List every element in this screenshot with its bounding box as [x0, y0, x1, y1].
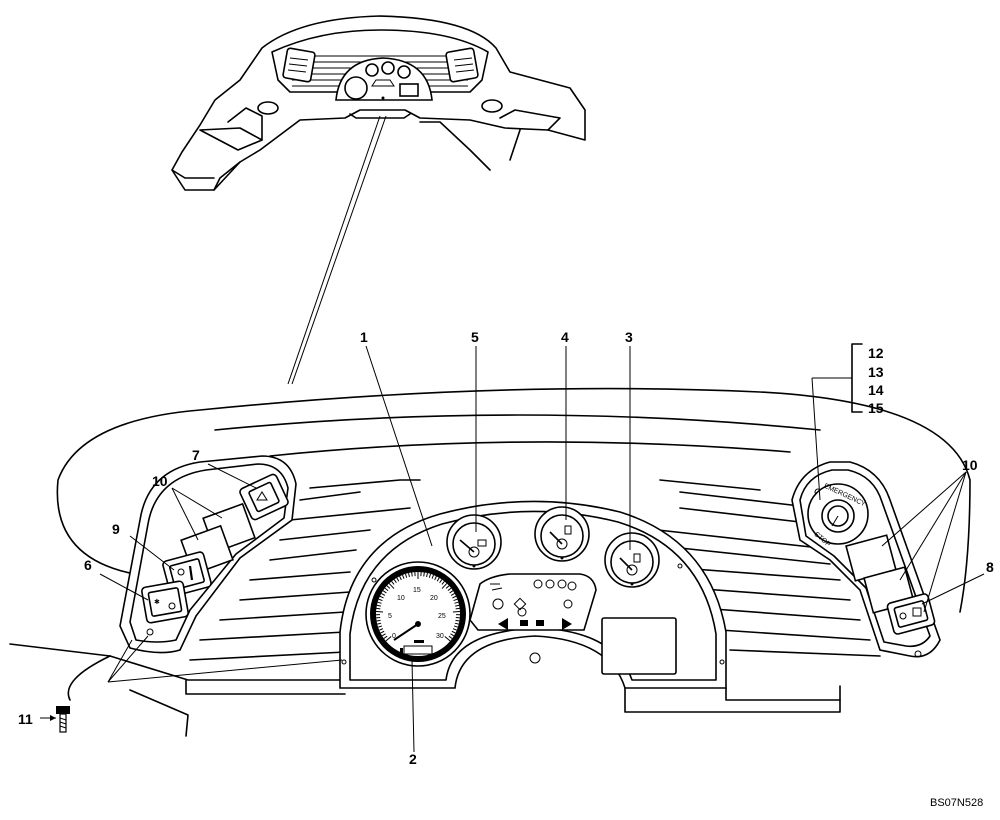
emergency-stop-button: EMERGENCY STOP [807, 483, 869, 549]
callout-5: 5 [471, 329, 479, 345]
speedo-tick-mark [439, 579, 443, 584]
speedo-tick-mark [434, 576, 437, 581]
lcd-display-window [601, 617, 677, 675]
warning-light-panel [469, 573, 597, 631]
speedo-tick-mark [441, 583, 448, 589]
speedo-tick-mark [377, 625, 383, 628]
speedo-tick-mark [383, 635, 388, 639]
gauge-3 [604, 532, 660, 588]
switch-6: ✱ [141, 580, 189, 624]
speedo-tick-mark [384, 587, 389, 591]
speedo-tick-mark [447, 587, 452, 591]
speedo-tick-5: 5 [388, 613, 392, 620]
cab-dashboard-overview [171, 15, 586, 191]
speedo-tick-mark [431, 574, 434, 579]
gauge-4 [534, 506, 590, 562]
speedo-tick-25: 25 [438, 613, 446, 620]
callout-4: 4 [561, 329, 569, 345]
speedo-tick-mark [455, 619, 460, 622]
speedo-tick-mark [399, 576, 402, 581]
gauge-5 [446, 514, 502, 570]
speedo-tick-mark [453, 598, 458, 602]
speedo-tick-mark [426, 572, 428, 578]
speedo-tick-mark [455, 607, 460, 610]
callout-10-right: 10 [962, 457, 978, 473]
speedo-tick-mark [396, 577, 400, 582]
speedo-tick-mark [454, 622, 459, 625]
drawing-reference-code: BS07N528 [930, 797, 983, 809]
speedo-tick-0: 0 [392, 633, 396, 640]
callout-3: 3 [625, 329, 633, 345]
speedo-tick-mark [379, 628, 384, 631]
callout-13: 13 [868, 364, 884, 380]
speedo-tick-15: 15 [413, 587, 421, 594]
speedo-tick-mark [451, 630, 456, 634]
speedometer-tick-marks [375, 572, 461, 642]
speedo-tick-mark [423, 572, 425, 577]
speedo-tick-mark [376, 604, 381, 607]
speedo-tick-mark [405, 573, 408, 578]
speedo-tick-mark [428, 573, 431, 578]
speedo-tick-mark [402, 574, 405, 579]
bolt-11 [50, 706, 70, 733]
speedometer: 0 5 10 15 20 25 30 [365, 561, 471, 667]
speedo-tick-mark [450, 633, 455, 637]
speedo-tick-mark [376, 619, 381, 622]
speedo-tick-mark [455, 604, 460, 607]
callout-6: 6 [84, 557, 92, 573]
speedo-tick-20: 20 [430, 595, 438, 602]
speedo-tick-mark [452, 628, 457, 631]
speedo-tick-mark [450, 592, 455, 596]
callout-14: 14 [868, 382, 884, 398]
callout-11: 11 [18, 711, 33, 727]
speedo-tick-mark [408, 572, 410, 578]
speedo-tick-mark [381, 592, 386, 596]
bracket-12-15 [851, 343, 863, 413]
callout-15: 15 [868, 400, 884, 416]
speedo-tick-10: 10 [397, 595, 405, 602]
callout-12: 12 [868, 345, 884, 361]
speedo-tick-mark [385, 636, 392, 642]
speedo-tick-mark [377, 601, 382, 604]
speedo-tick-mark [454, 601, 459, 604]
callout-2: 2 [409, 751, 417, 767]
callout-1: 1 [360, 329, 368, 345]
speedo-tick-mark [436, 577, 440, 582]
speedo-tick-mark [449, 590, 454, 594]
speedo-tick-mark [391, 581, 395, 585]
speedo-tick-mark [441, 581, 445, 585]
speedo-tick-mark [380, 630, 385, 634]
speedo-tick-mark [377, 622, 382, 625]
speedo-tick-mark [393, 579, 397, 584]
speedo-tick-mark [453, 625, 459, 628]
vent-grille [189, 479, 881, 661]
speedo-tick-30: 30 [436, 633, 444, 640]
callout-7: 7 [192, 447, 200, 463]
speedo-tick-mark [379, 595, 384, 599]
speedo-tick-mark [382, 590, 387, 594]
speedo-tick-mark [381, 633, 386, 637]
speedo-tick-mark [448, 635, 453, 639]
speedo-tick-mark [445, 585, 450, 589]
speedo-tick-mark [411, 572, 413, 577]
speedo-tick-mark [376, 607, 381, 610]
overview-leader-lines [287, 115, 387, 385]
callout-9: 9 [112, 521, 120, 537]
callout-8: 8 [986, 559, 994, 575]
speedo-tick-mark [386, 585, 391, 589]
instrument-panel-detail: ✱ EMERGENCY STOP [9, 387, 971, 737]
svg-text:✱: ✱ [154, 598, 160, 606]
callout-leaders [40, 345, 985, 753]
speedo-tick-mark [452, 595, 457, 599]
speedo-tick-mark [444, 636, 451, 642]
speedo-tick-mark [378, 598, 383, 602]
callout-10-left: 10 [152, 473, 168, 489]
speedo-tick-mark [388, 583, 395, 589]
